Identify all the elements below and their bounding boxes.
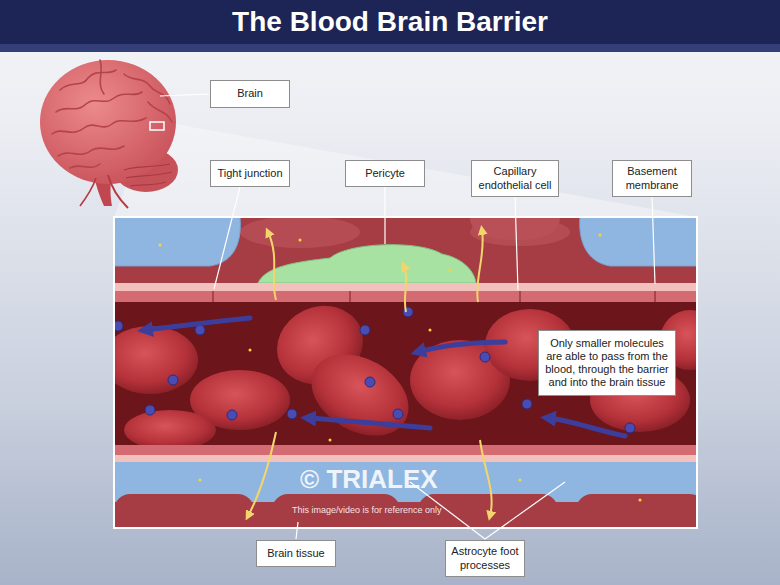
zoom-wedge — [114, 122, 697, 217]
label-box: Tight junction — [210, 160, 290, 187]
label-box: Astrocyte foot processes — [445, 540, 525, 577]
label-text: Brain tissue — [267, 547, 324, 560]
label-text: Capillary endothelial cell — [476, 165, 554, 191]
panel-frame — [114, 217, 697, 528]
label-text: Astrocyte foot processes — [450, 545, 520, 571]
label-text: Basement membrane — [617, 165, 687, 191]
title-band — [0, 0, 780, 44]
label-box: Brain — [210, 80, 290, 108]
label-text: Tight junction — [217, 167, 282, 180]
label-box: Capillary endothelial cell — [471, 160, 559, 197]
title: The Blood Brain Barrier — [0, 0, 780, 44]
label-text: Only smaller molecules are able to pass … — [543, 337, 671, 390]
label-box: Pericyte — [345, 160, 425, 187]
leader-lines — [160, 94, 655, 539]
label-box: Brain tissue — [256, 540, 336, 567]
label-text: Pericyte — [365, 167, 405, 180]
title-band-strip — [0, 44, 780, 52]
brain-figure — [40, 60, 178, 208]
barrier-cross-section — [114, 217, 697, 528]
label-box: Basement membrane — [612, 160, 692, 197]
callout-box: Only smaller molecules are able to pass … — [538, 330, 676, 396]
watermark-note: This image/video is for reference only — [292, 505, 442, 515]
label-text: Brain — [237, 87, 263, 100]
watermark: © TRIALEX — [300, 464, 438, 495]
